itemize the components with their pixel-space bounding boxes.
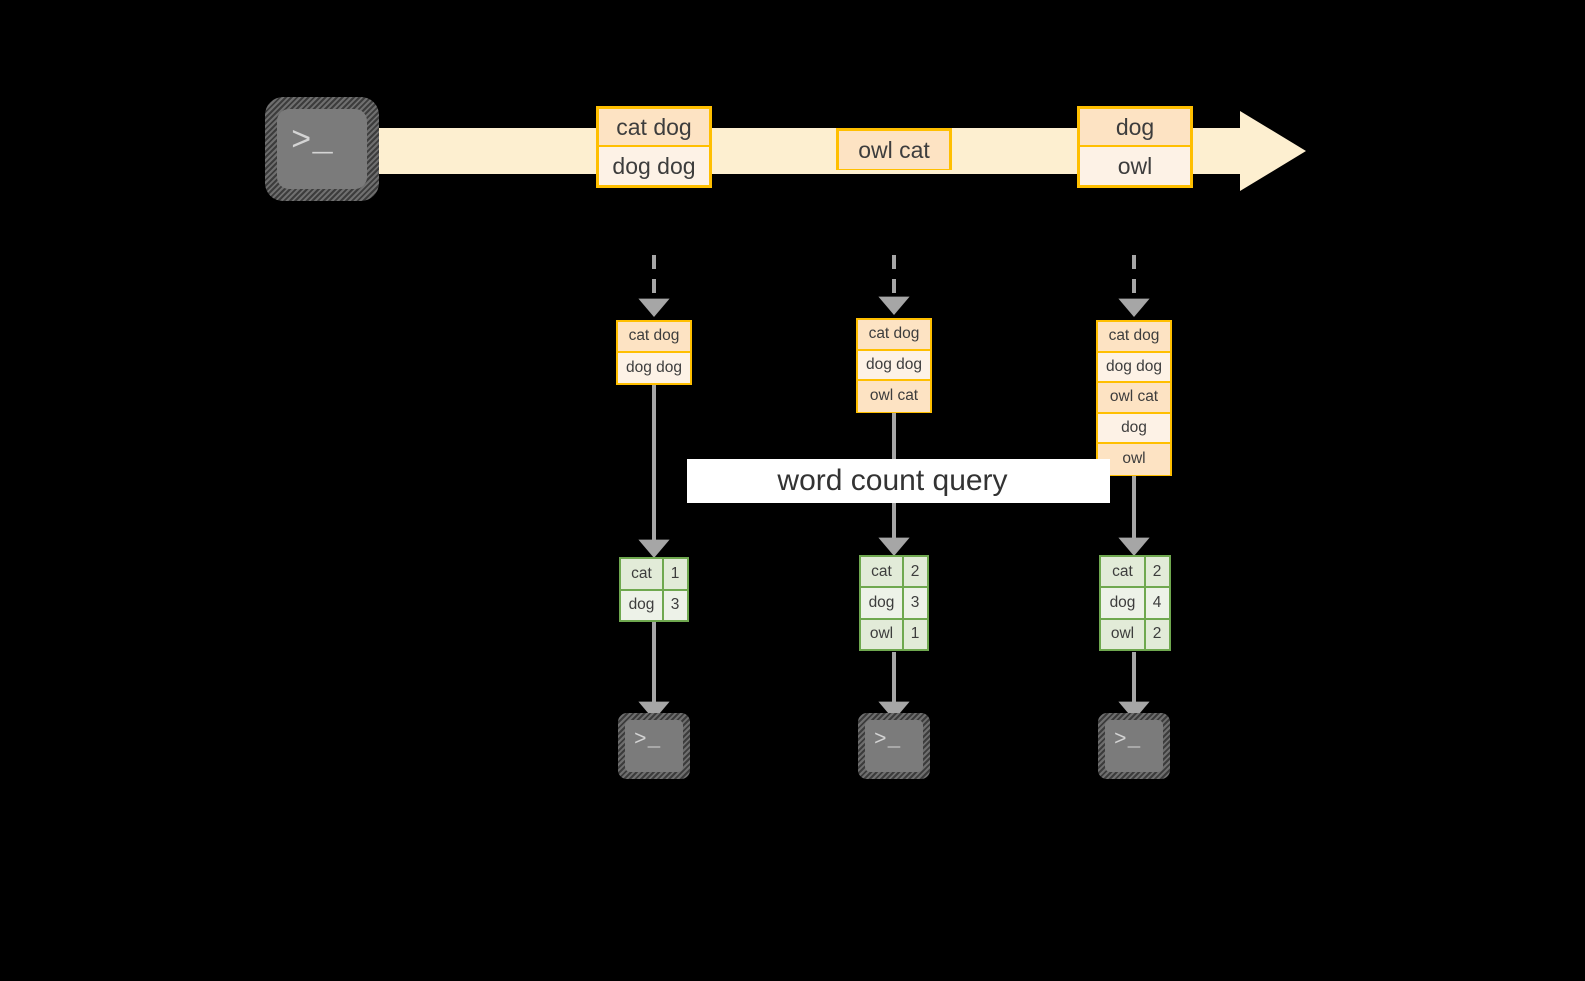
table-cell-count: 3 (910, 593, 920, 611)
table-row: cat 2 (861, 557, 927, 589)
table-cell-count: 2 (1152, 625, 1162, 643)
terminal-icon-consumer-2[interactable]: >_ (858, 713, 930, 779)
query-banner-label: word count query (777, 464, 1008, 497)
snapshot-row: dog dog (618, 352, 690, 383)
table-row: cat 1 (621, 559, 687, 591)
table-cell-word: dog (861, 588, 904, 618)
snapshot-row: dog dog (1098, 352, 1170, 383)
terminal-icon-consumer-1[interactable]: >_ (618, 713, 690, 779)
prompt-glyph: >_ (1114, 729, 1142, 752)
table-row: cat 2 (1101, 557, 1169, 589)
table-row: dog 4 (1101, 588, 1169, 620)
snapshot-row: cat dog (618, 322, 690, 353)
snapshot-row: dog dog (858, 350, 930, 381)
stream-message: dog dog (599, 147, 709, 185)
stream-message: cat dog (599, 109, 709, 147)
table-cell-count: 1 (910, 625, 920, 643)
prompt-glyph: >_ (874, 729, 902, 752)
snapshot-2[interactable]: cat dog dog dog owl cat (856, 318, 932, 413)
table-cell-count: 2 (910, 562, 920, 580)
terminal-icon-producer[interactable]: >_ (265, 97, 379, 201)
query-banner: word count query (687, 459, 1110, 503)
table-row: dog 3 (861, 588, 927, 620)
snapshot-row: owl (1098, 444, 1170, 475)
table-cell-word: owl (1101, 619, 1146, 649)
snapshot-row: cat dog (858, 320, 930, 351)
table-cell-word: dog (621, 590, 664, 620)
terminal-screen: >_ (865, 720, 923, 772)
table-cell-count: 1 (670, 564, 680, 582)
result-table-2[interactable]: cat 2 dog 3 owl 1 (859, 555, 929, 651)
snapshot-3[interactable]: cat dog dog dog owl cat dog owl (1096, 320, 1172, 476)
table-cell-word: cat (861, 557, 904, 587)
table-cell-count: 3 (670, 596, 680, 614)
stream-message-group-3[interactable]: dog owl (1077, 106, 1193, 188)
table-cell-word: dog (1101, 588, 1146, 618)
result-table-3[interactable]: cat 2 dog 4 owl 2 (1099, 555, 1171, 651)
table-cell-word: owl (861, 619, 904, 649)
prompt-glyph: >_ (291, 123, 334, 161)
table-row: owl 2 (1101, 619, 1169, 649)
snapshot-row: owl cat (1098, 383, 1170, 414)
table-cell-count: 4 (1152, 593, 1162, 611)
table-cell-count: 2 (1152, 562, 1162, 580)
snapshot-row: owl cat (858, 381, 930, 412)
snapshot-row: dog (1098, 413, 1170, 444)
stream-message-group-2[interactable]: owl cat (836, 128, 952, 170)
terminal-screen: >_ (625, 720, 683, 772)
terminal-icon-consumer-3[interactable]: >_ (1098, 713, 1170, 779)
stream-message: owl cat (839, 131, 949, 169)
stream-message: owl (1080, 147, 1190, 185)
stream-message: dog (1080, 109, 1190, 147)
table-row: owl 1 (861, 619, 927, 649)
table-row: dog 3 (621, 590, 687, 620)
terminal-screen: >_ (1105, 720, 1163, 772)
table-cell-word: cat (1101, 557, 1146, 587)
snapshot-1[interactable]: cat dog dog dog (616, 320, 692, 385)
snapshot-row: cat dog (1098, 322, 1170, 353)
result-table-1[interactable]: cat 1 dog 3 (619, 557, 689, 622)
prompt-glyph: >_ (634, 729, 662, 752)
table-cell-word: cat (621, 559, 664, 589)
stream-message-group-1[interactable]: cat dog dog dog (596, 106, 712, 188)
terminal-screen: >_ (277, 109, 367, 189)
